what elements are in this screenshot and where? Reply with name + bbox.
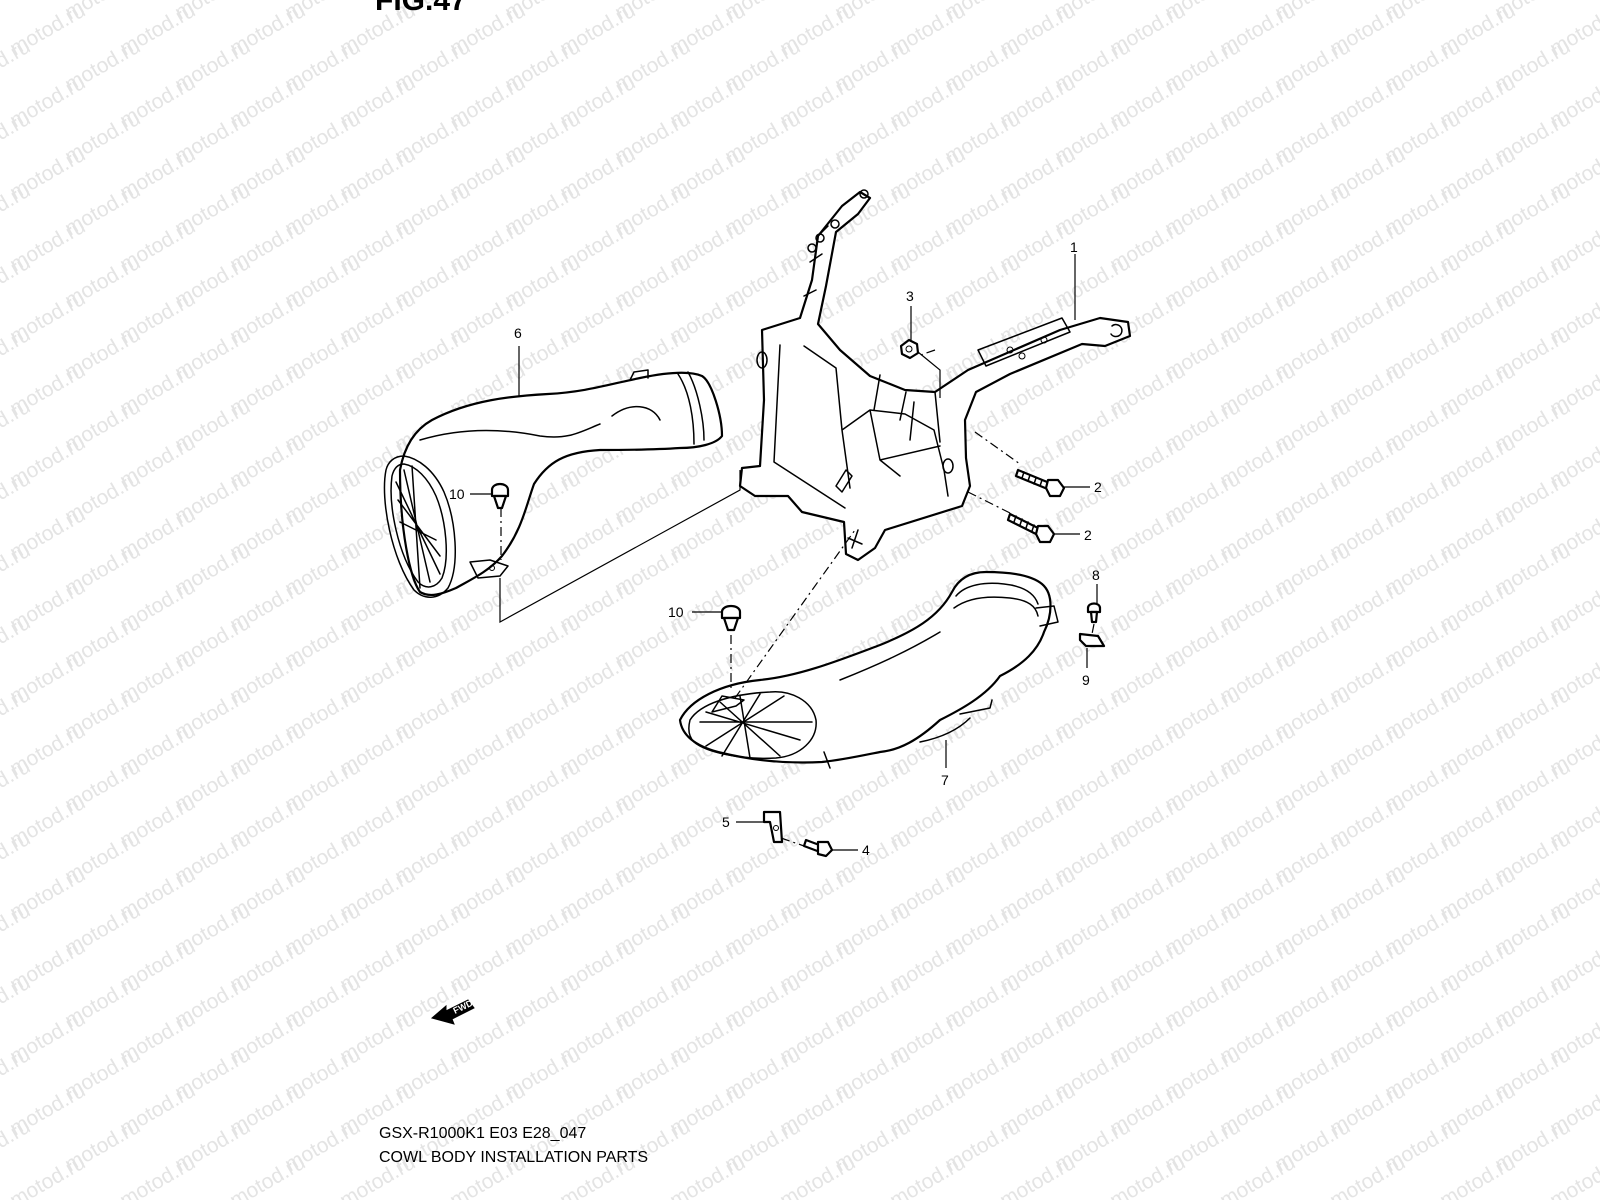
cowl-bracket-part-1[interactable] [738,189,1132,562]
bolt-part-2-upper[interactable] [1014,468,1066,498]
callout-7-number: 7 [941,772,949,788]
bracket-part-5[interactable] [762,810,784,844]
callout-2-lower: 2 [1054,527,1092,543]
clip-part-10-upper[interactable] [490,482,510,510]
callout-8-number: 8 [1092,567,1100,583]
callout-5-number: 5 [722,814,730,830]
callout-10-lower-number: 10 [668,604,684,620]
callout-4: 4 [832,842,870,858]
callout-9: 9 [1082,648,1090,688]
intake-duct-part-7[interactable] [678,570,1059,769]
callout-1: 1 [1070,239,1078,320]
callout-3-number: 3 [906,288,914,304]
callout-2-upper-number: 2 [1094,479,1102,495]
bolt-part-2-lower[interactable] [1006,512,1056,544]
assembly-lines [499,349,1095,847]
nut-clip-part-9[interactable] [1078,632,1106,648]
clip-part-10-lower[interactable] [720,604,742,632]
callout-8: 8 [1092,567,1100,604]
callout-4-number: 4 [862,842,870,858]
screw-part-8[interactable] [1086,602,1102,624]
callout-2-upper: 2 [1064,479,1102,495]
figure-code: GSX-R1000K1 E03 E28_047 [379,1125,587,1142]
callout-3: 3 [906,288,941,398]
callout-10-upper: 10 [449,486,492,502]
fwd-arrow-icon: FWD [430,998,475,1025]
callout-6: 6 [514,325,522,396]
callout-10-lower: 10 [668,604,722,620]
callout-7: 7 [941,740,949,788]
callout-2-lower-number: 2 [1084,527,1092,543]
figure-title: FIG.47 [375,0,467,17]
callout-1-number: 1 [1070,239,1078,255]
callout-5: 5 [722,814,764,830]
callout-9-number: 9 [1082,672,1090,688]
callout-6-number: 6 [514,325,522,341]
nut-part-3[interactable] [899,338,920,360]
screw-part-4[interactable] [802,838,834,858]
callout-10-upper-number: 10 [449,486,465,502]
figure-description: COWL BODY INSTALLATION PARTS [379,1149,649,1166]
intake-duct-part-6[interactable] [383,369,724,598]
